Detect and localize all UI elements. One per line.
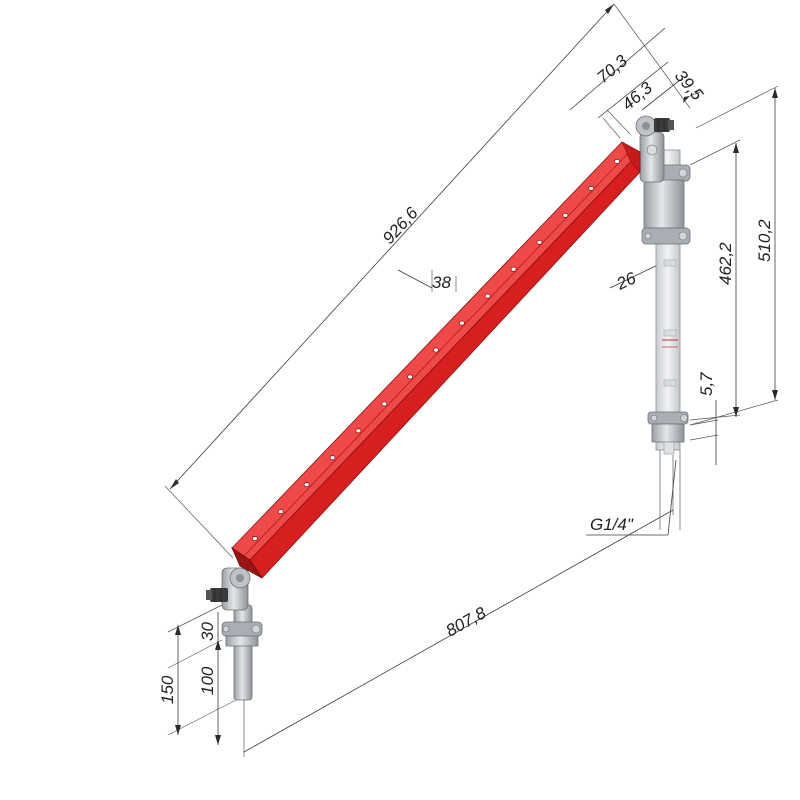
screw-hole <box>251 536 258 542</box>
screw-hole <box>588 185 595 191</box>
dim-top-offset: 39,5 <box>671 66 707 104</box>
screw-hole <box>303 482 310 488</box>
screw-hole <box>432 347 439 353</box>
left-post-tube <box>233 604 253 701</box>
left-post <box>206 567 263 701</box>
dim-small-offset: 5,7 <box>697 372 716 396</box>
right-fitting <box>654 118 674 132</box>
left-hinge <box>221 567 251 611</box>
screw-hole <box>510 266 517 272</box>
screw-hole <box>458 320 465 326</box>
dim-top-width-a: 70,3 <box>593 51 631 87</box>
air-knife-bar <box>231 141 641 579</box>
dim-post-width: 26 <box>613 268 640 294</box>
screw-hole <box>329 455 336 461</box>
bar-front-face <box>249 151 641 579</box>
bar-screw-holes <box>251 158 621 542</box>
screw-hole <box>381 401 388 407</box>
dimension-lines <box>164 3 779 757</box>
dim-post-height: 462,2 <box>716 242 735 285</box>
dim-overall-length: 926,6 <box>379 203 422 248</box>
left-clamp <box>221 621 263 647</box>
dim-thread: G1/4" <box>590 515 634 534</box>
screw-hole <box>355 428 362 434</box>
right-lower-clamp <box>647 411 689 443</box>
right-post <box>635 115 691 455</box>
dim-base-span: 807,8 <box>443 603 490 641</box>
dim-bar-width: 38 <box>432 273 451 292</box>
screw-hole <box>614 158 621 164</box>
screw-hole <box>277 509 284 515</box>
dim-left-total: 150 <box>158 675 177 704</box>
dim-total-height: 510,2 <box>755 219 774 262</box>
dim-top-width-b: 46,3 <box>618 78 656 114</box>
right-hinge <box>635 115 665 183</box>
left-fitting <box>206 588 228 602</box>
screw-hole <box>484 293 491 299</box>
dim-left-clamp: 30 <box>198 622 217 641</box>
right-upper-clamp <box>641 164 691 245</box>
screw-hole <box>536 239 543 245</box>
dim-left-lower: 100 <box>198 666 217 695</box>
screw-hole <box>407 374 414 380</box>
screw-hole <box>562 212 569 218</box>
